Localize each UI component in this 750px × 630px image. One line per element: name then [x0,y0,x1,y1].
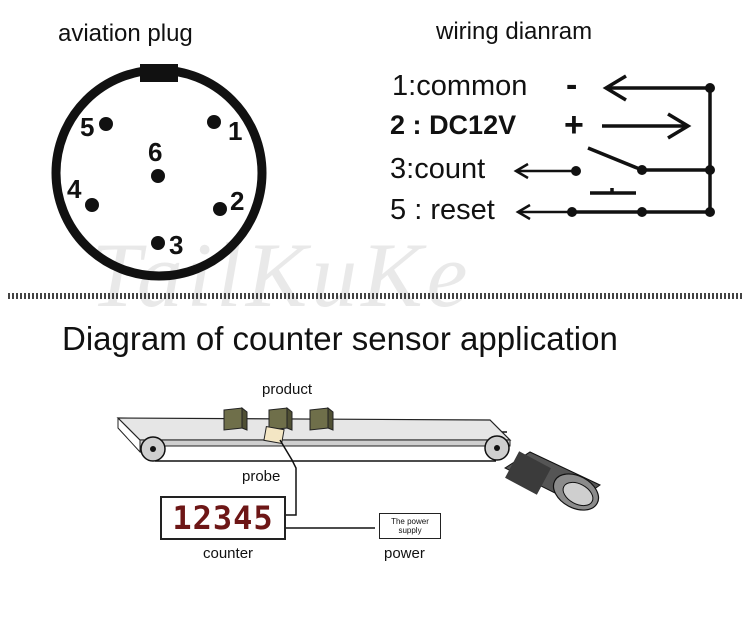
pin-label-4: 4 [67,174,82,204]
power-supply-box: The power supply [379,513,441,539]
plug-title: aviation plug [58,20,193,47]
wiring-title: wiring dianram [436,18,593,45]
product-label: product [262,381,313,398]
pin-label-6: 6 [148,137,163,167]
wiring-row-common: 1:common [392,70,527,103]
row-number: 3 [390,153,407,185]
pin-dot-6 [151,169,165,183]
probe-label: probe [242,468,281,485]
row-label: count [414,153,486,185]
wiring-lines [513,74,712,221]
minus-sign: - [566,66,578,104]
pin-label-3: 3 [169,230,184,260]
power-label: power [384,545,425,562]
row-number: 2 [390,110,406,140]
pin-dot-1 [207,115,221,129]
psu-line-1: The power [391,517,429,526]
plug-connector [51,64,267,281]
counter-display: 12345 [160,496,286,540]
pin-dot-5 [99,117,113,131]
row-number: 1 [392,70,409,102]
wiring-junctions [567,83,715,217]
row-separator: : [412,110,422,140]
motor [503,451,601,511]
wiring-row-count: 3:count [390,153,485,186]
pin-label-2: 2 [230,186,245,216]
pin-label-5: 5 [80,112,95,142]
counter-label: counter [203,545,254,562]
row-number: 5 [390,194,407,226]
row-label: common [416,70,528,102]
wiring-row-dc12v: 2 : DC12V [390,110,516,141]
pin-dot-4 [85,198,99,212]
plus-sign: + [564,106,584,144]
products [223,406,334,431]
pin-dot-3 [151,236,165,250]
row-label: reset [430,194,495,226]
plug-key [140,64,178,82]
pin-label-1: 1 [228,116,243,146]
psu-line-2: supply [398,526,422,535]
row-separator: : [408,70,417,102]
row-separator: : [414,194,423,226]
application-title: Diagram of counter sensor application [62,320,618,357]
pin-dot-2 [213,202,227,216]
probe-sensor [263,425,375,529]
wiring-row-reset: 5 : reset [390,194,495,227]
row-label: DC12V [429,110,517,140]
row-separator: : [406,153,415,185]
